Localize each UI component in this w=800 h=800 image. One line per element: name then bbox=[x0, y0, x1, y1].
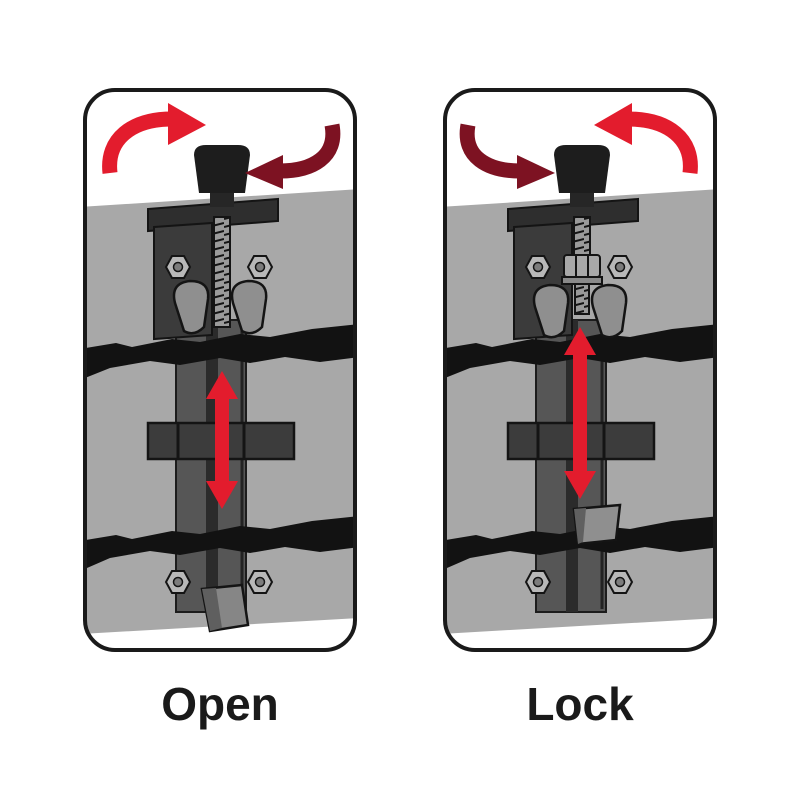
threaded-rod bbox=[213, 216, 231, 328]
spring-clip bbox=[532, 283, 570, 339]
panel-open-label: Open bbox=[161, 678, 279, 730]
spring-clip bbox=[590, 283, 628, 339]
hex-bolt bbox=[164, 255, 192, 279]
hex-bolt bbox=[246, 570, 274, 594]
open-illustration bbox=[83, 88, 357, 652]
bottom-hook bbox=[200, 583, 250, 633]
panel-border bbox=[83, 88, 357, 652]
vertical-motion-arrow bbox=[206, 371, 238, 509]
rotation-arrow-dark-icon bbox=[245, 123, 341, 189]
lock-illustration bbox=[443, 88, 717, 652]
panel-lock-label: Lock bbox=[526, 678, 634, 730]
hex-bolt bbox=[606, 255, 634, 279]
panel-lock: Lock bbox=[440, 85, 720, 731]
threaded-rod bbox=[561, 216, 603, 315]
spring-clip bbox=[230, 279, 268, 335]
latched-hook bbox=[572, 503, 622, 546]
adjustment-knob bbox=[194, 145, 250, 207]
panel-open: Open bbox=[80, 85, 360, 731]
hex-bolt bbox=[246, 255, 274, 279]
lock-nut bbox=[563, 254, 601, 278]
rotation-arrow-bright-icon bbox=[594, 103, 698, 174]
latch-bar bbox=[535, 319, 607, 613]
hex-bolt bbox=[524, 570, 552, 594]
hex-bolt bbox=[164, 570, 192, 594]
hex-bolt bbox=[606, 570, 634, 594]
upper-rail bbox=[85, 324, 355, 380]
lower-rail bbox=[85, 516, 355, 571]
rotation-arrow-bright-icon bbox=[102, 103, 206, 174]
panel-border bbox=[443, 88, 717, 652]
hex-bolt bbox=[524, 255, 552, 279]
washer bbox=[561, 276, 603, 285]
vertical-motion-arrow bbox=[564, 327, 596, 499]
adjustment-knob bbox=[554, 145, 610, 207]
mounting-bracket bbox=[147, 197, 279, 341]
spring-clip bbox=[172, 279, 210, 335]
rotation-arrow-dark-icon bbox=[459, 123, 555, 189]
